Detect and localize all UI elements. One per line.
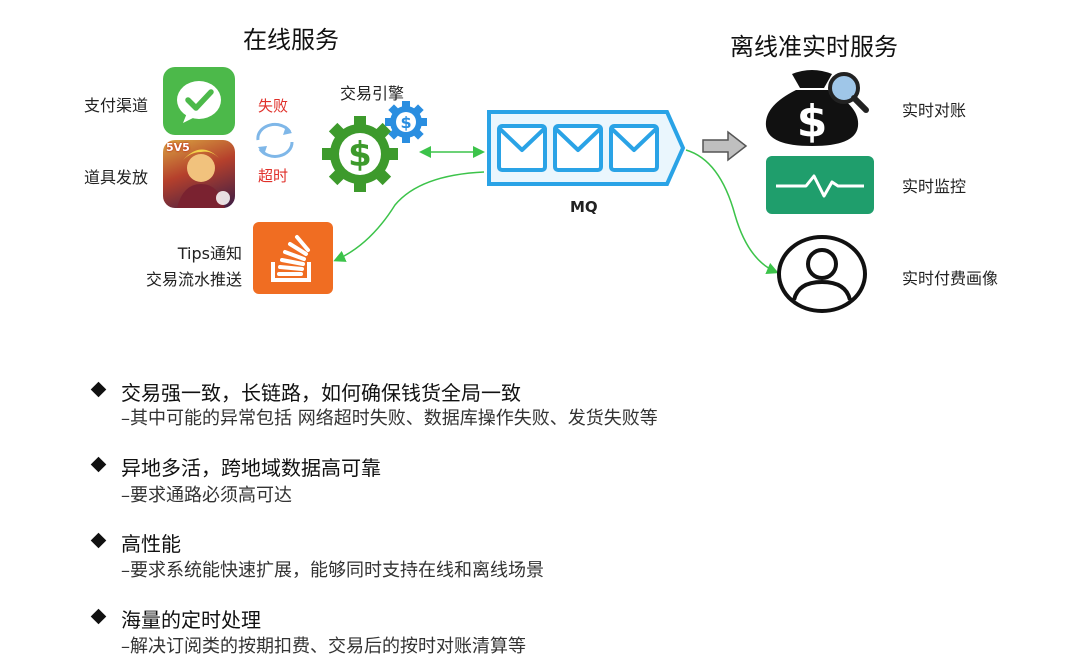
label-realtime-profile: 实时付费画像 bbox=[902, 269, 999, 288]
bullet-desc: –要求系统能快速扩展，能够同时支持在线和离线场景 bbox=[121, 560, 544, 581]
bullet-desc: –要求通路必须高可达 bbox=[121, 485, 292, 506]
bullet-desc: –其中可能的异常包括 网络超时失败、数据库操作失败、发货失败等 bbox=[121, 408, 658, 429]
heading-online-service: 在线服务 bbox=[243, 26, 339, 54]
mq-profile-arrow bbox=[685, 149, 779, 274]
heartbeat-icon bbox=[766, 156, 874, 214]
stack-icon bbox=[253, 222, 333, 294]
label-trade-engine: 交易引擎 bbox=[340, 84, 405, 103]
label-mq: MQ bbox=[570, 198, 598, 216]
label-fail: 失败 bbox=[258, 97, 289, 115]
gear-dollar-icon: $ $ bbox=[322, 100, 432, 194]
money-bag-icon: $ bbox=[762, 66, 872, 148]
svg-text:$: $ bbox=[797, 96, 828, 147]
bullet-title: 海量的定时处理 bbox=[121, 608, 261, 632]
label-timeout: 超时 bbox=[258, 167, 289, 185]
label-realtime-reconcile: 实时对账 bbox=[902, 101, 967, 120]
svg-text:$: $ bbox=[400, 113, 411, 132]
label-item-issue: 道具发放 bbox=[83, 168, 148, 187]
svg-text:$: $ bbox=[348, 135, 372, 175]
label-tips: Tips通知 bbox=[177, 244, 242, 263]
user-profile-icon bbox=[776, 234, 868, 314]
gray-arrow-icon bbox=[702, 130, 748, 162]
bullet-desc: –解决订阅类的按期扣费、交易后的按时对账清算等 bbox=[121, 636, 526, 657]
refresh-arrows-icon bbox=[252, 120, 298, 160]
bullet-title: 异地多活，跨地域数据高可靠 bbox=[121, 456, 381, 480]
game-badge: 5V5 bbox=[166, 141, 190, 154]
wechat-icon bbox=[163, 67, 235, 135]
game-icon: 5V5 bbox=[163, 140, 235, 208]
label-realtime-monitor: 实时监控 bbox=[902, 177, 967, 196]
heading-offline-service: 离线准实时服务 bbox=[730, 33, 898, 61]
mq-tips-arrow bbox=[333, 171, 485, 262]
label-payment-channel: 支付渠道 bbox=[83, 96, 148, 115]
bullet-title: 高性能 bbox=[121, 532, 181, 556]
label-trade-flow-push: 交易流水推送 bbox=[145, 270, 242, 289]
bullet-title: 交易强一致，长链路，如何确保钱货全局一致 bbox=[121, 381, 521, 405]
mail-queue-icon bbox=[485, 108, 686, 188]
